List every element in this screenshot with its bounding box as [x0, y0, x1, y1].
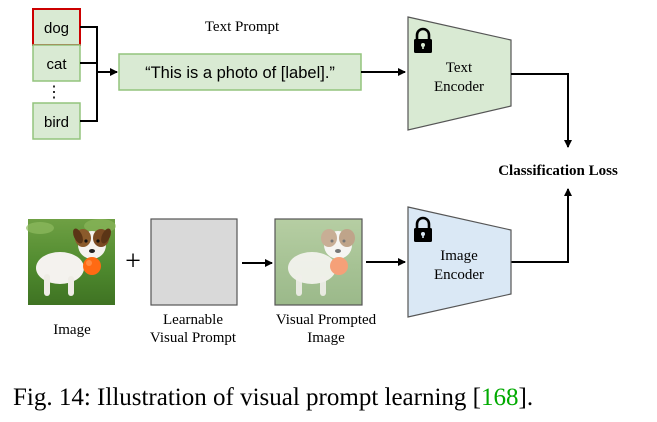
plus-sign: + [125, 246, 141, 277]
label-dog: dog [44, 20, 69, 37]
figure-caption: Fig. 14: Illustration of visual prompt l… [13, 384, 533, 411]
lock-icon [414, 216, 432, 242]
connector-image-encoder-to-loss [511, 188, 572, 263]
learnable-label-2: Visual Prompt [150, 330, 237, 346]
image-encoder-label-1: Image [440, 248, 478, 264]
visual-prompted-image [274, 218, 363, 306]
classification-loss: Classification Loss [498, 163, 618, 179]
text-encoder-label-2: Encoder [434, 79, 484, 95]
dog-image [26, 219, 116, 305]
label-box-bird [32, 102, 81, 140]
image-label: Image [53, 322, 91, 338]
text-prompt-title: Text Prompt [205, 19, 280, 35]
label-ellipsis: ⋮ [46, 84, 62, 101]
caption-ref[interactable]: 168 [481, 384, 519, 411]
prompted-label-2: Image [307, 330, 345, 346]
label-bracket [80, 26, 98, 122]
learnable-label-1: Learnable [163, 312, 223, 328]
image-encoder-label-2: Encoder [434, 267, 484, 283]
label-box-cat [32, 44, 81, 82]
caption-prefix: Fig. 14: Illustration of visual prompt l… [13, 384, 481, 411]
prompted-label-1: Visual Prompted [276, 312, 377, 328]
lock-icon [414, 27, 432, 53]
image-encoder: Image Encoder [407, 206, 512, 318]
connector-text-encoder-to-loss [511, 73, 572, 148]
watermark: 知乎 @人工智能 [535, 386, 644, 404]
caption-suffix: ]. [519, 384, 534, 411]
learnable-visual-prompt [150, 218, 238, 306]
text-encoder: Text Encoder [407, 16, 512, 131]
text-prompt-template: “This is a photo of [label].” [145, 64, 335, 82]
label-bird: bird [44, 114, 69, 131]
text-encoder-label-1: Text [446, 60, 473, 76]
label-cat: cat [46, 56, 67, 73]
label-list: dog cat ⋮ bird [32, 8, 81, 140]
